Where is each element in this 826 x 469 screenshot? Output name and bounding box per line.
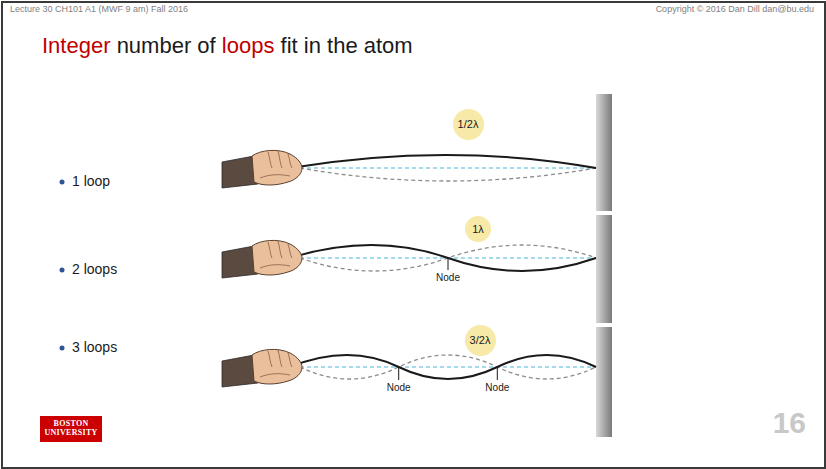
header-text: Copyright © 2016 Dan Dill dan@bu.edu [656, 4, 814, 14]
bullet-dot [60, 180, 65, 185]
mirror-wave [300, 168, 596, 181]
logo-text: BOSTON UNIVERSITY [44, 420, 98, 438]
node-tick [448, 258, 449, 270]
header-text: Lecture 30 CH101 A1 (MWF 9 am) Fall 2016 [10, 4, 188, 14]
wavelength-text: 3/2λ [470, 334, 491, 346]
wavelength-badge: 1λ [465, 216, 491, 242]
wall [596, 327, 612, 437]
rope-wave [290, 245, 596, 271]
wavelength-badge: 1/2λ [453, 109, 484, 140]
wavelength-badge: 3/2λ [465, 325, 496, 356]
bullet-text: 2 loops [72, 261, 117, 277]
node-label: Node [385, 382, 413, 394]
rest-line [300, 168, 596, 169]
node-tick [398, 367, 399, 380]
wall [596, 94, 612, 211]
node-tick [497, 367, 498, 380]
page-number: 16 [773, 406, 806, 441]
wavelength-text: 1λ [472, 223, 484, 235]
node-label: Node [483, 382, 511, 394]
wavelength-text: 1/2λ [458, 118, 479, 130]
university-logo: BOSTON UNIVERSITY [40, 416, 102, 442]
mirror-wave [300, 245, 596, 271]
bullet-text: 1 loop [72, 173, 110, 189]
rope-wave [290, 155, 596, 168]
slide-title: Integer number of loops fit in the atom [42, 33, 413, 58]
wall [596, 215, 612, 323]
bullet-dot [60, 346, 65, 351]
rest-line [300, 367, 596, 368]
node-label: Node [434, 272, 462, 284]
bullet-dot [60, 268, 65, 273]
rope-wave [290, 355, 596, 379]
mirror-wave [300, 355, 596, 379]
bullet-text: 3 loops [72, 339, 117, 355]
